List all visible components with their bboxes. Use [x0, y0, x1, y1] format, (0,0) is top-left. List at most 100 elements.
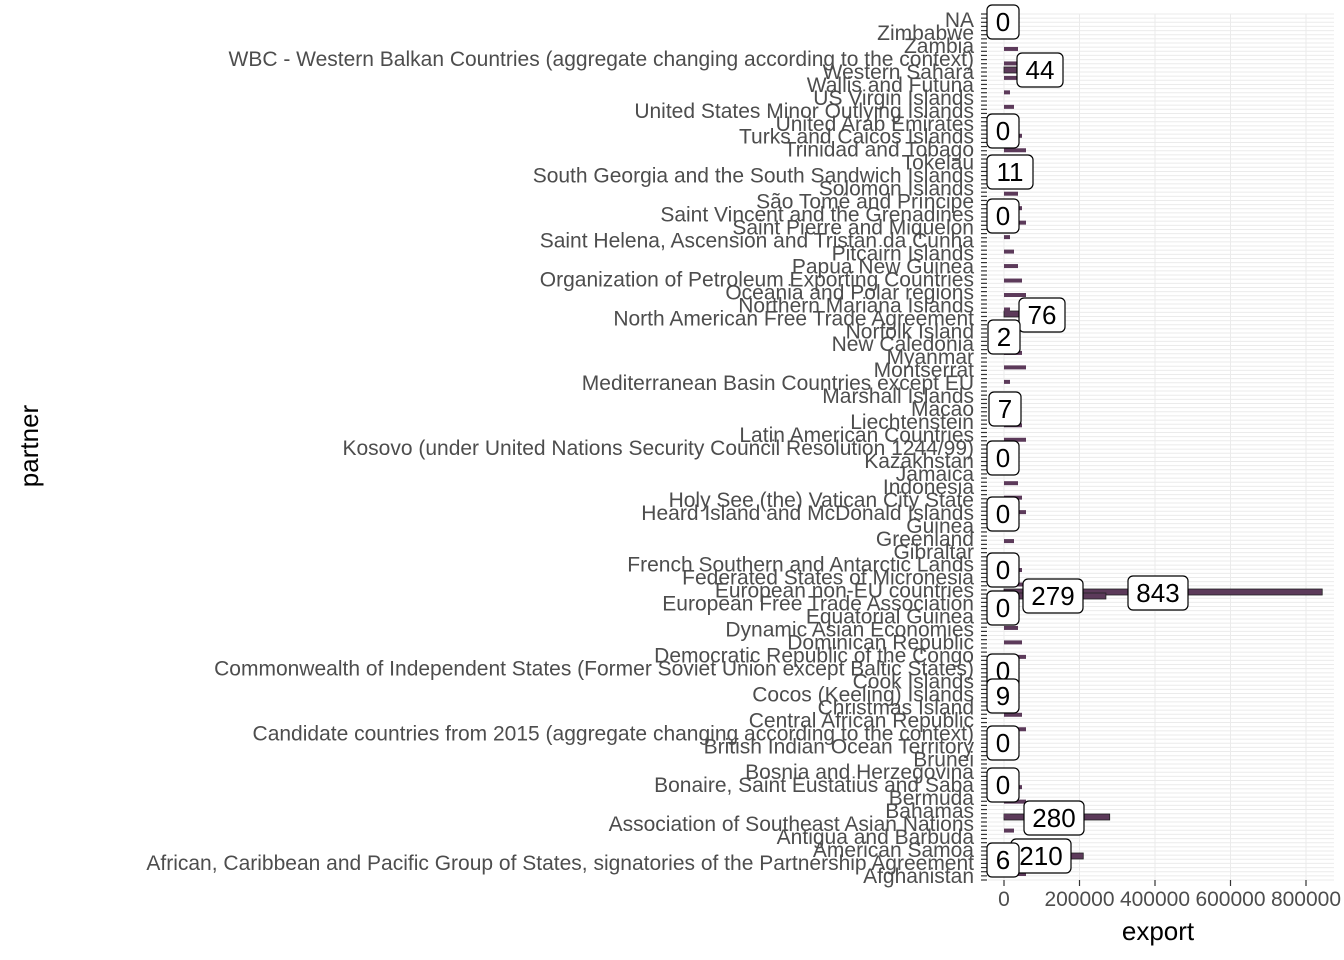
- y-tick-label: Jamaica: [896, 463, 975, 486]
- y-tick-label: Afghanistan: [863, 865, 974, 888]
- value-label-text: 7: [998, 394, 1012, 424]
- x-tick-label: 600000: [1195, 888, 1265, 911]
- bar: [1004, 90, 1010, 95]
- value-label: 76: [1018, 297, 1066, 333]
- value-label-text: 0: [996, 499, 1010, 529]
- value-label: 0: [986, 113, 1020, 149]
- x-tick-label: 200000: [1044, 888, 1114, 911]
- y-tick-label: United Arab Emirates: [776, 113, 974, 136]
- value-label: 0: [986, 725, 1020, 761]
- y-tick-label: Cook Islands: [853, 670, 974, 693]
- bar: [1004, 379, 1010, 384]
- value-label: 2: [987, 319, 1021, 355]
- value-label-box: [1018, 297, 1066, 333]
- value-label: 0: [986, 590, 1020, 626]
- y-tick-label: Dynamic Asian Economies: [725, 619, 974, 642]
- y-tick-label: Federated States of Micronesia: [682, 567, 974, 590]
- bar: [1004, 625, 1018, 630]
- value-label-text: 0: [996, 201, 1010, 231]
- value-label-box: [986, 842, 1020, 878]
- y-tick-label: Liechtenstein: [850, 411, 974, 434]
- value-label: 44: [1016, 52, 1064, 88]
- y-tick-label: Bosnia and Herzegovina: [745, 761, 974, 784]
- y-tick-label: Indonesia: [883, 476, 974, 499]
- value-label-box: [1023, 800, 1085, 836]
- y-tick-label: New Caledonia: [832, 333, 975, 356]
- y-tick-label: Holy See (the) Vatican City State: [669, 489, 974, 512]
- y-tick-label: Papua New Guinea: [792, 255, 974, 278]
- value-label-text: 0: [996, 7, 1010, 37]
- y-tick-label: Zimbabwe: [877, 22, 974, 45]
- y-tick-label: African, Caribbean and Pacific Group of …: [146, 852, 974, 875]
- y-tick-label: French Southern and Antarctic Lands: [627, 554, 974, 577]
- value-label-box: [987, 319, 1021, 355]
- y-tick-label: Organization of Petroleum Exporting Coun…: [540, 268, 974, 291]
- value-label-text: 0: [996, 728, 1010, 758]
- value-label: 9: [986, 678, 1020, 714]
- y-tick-label: Pitcairn Islands: [832, 242, 974, 265]
- value-label-box: [986, 552, 1020, 588]
- y-tick-label: Dominican Republic: [787, 632, 974, 655]
- x-tick-label: 800000: [1271, 888, 1341, 911]
- y-tick-label: Brunei: [913, 748, 974, 771]
- value-label-box: [986, 496, 1020, 532]
- y-tick-label: Guinea: [906, 515, 974, 538]
- y-tick-label: Mediterranean Basin Countries except EU: [582, 372, 974, 395]
- value-label: 280: [1023, 800, 1085, 836]
- y-tick-label: American Samoa: [813, 839, 974, 862]
- y-tick-label: Northern Mariana Islands: [738, 294, 974, 317]
- value-label-text: 9: [996, 681, 1010, 711]
- x-axis-title: export: [1122, 916, 1195, 946]
- y-tick-label: Marshall Islands: [822, 385, 974, 408]
- y-tick-label: Cocos (Keeling) Islands: [752, 683, 974, 706]
- value-label: 0: [986, 552, 1020, 588]
- y-tick-label: Bermuda: [889, 787, 975, 810]
- y-tick-label: British Indian Ocean Territory: [704, 735, 975, 758]
- value-label: 0: [986, 496, 1020, 532]
- bar: [1004, 278, 1022, 283]
- value-label-text: 843: [1136, 578, 1179, 608]
- x-tick-label: 400000: [1120, 888, 1190, 911]
- y-tick-label: Oceania and Polar regions: [725, 281, 974, 304]
- value-label-text: 6: [996, 845, 1010, 875]
- y-tick-label: Heard Island and McDonald Islands: [641, 502, 974, 525]
- value-label-text: 44: [1026, 55, 1055, 85]
- y-tick-label: Trinidad and Tobago: [784, 139, 974, 162]
- y-tick-label: Latin American Countries: [739, 424, 974, 447]
- y-tick-label: Saint Pierre and Miquelon: [732, 217, 974, 240]
- y-tick-label: European Free Trade Association: [662, 593, 974, 616]
- value-label-box: [986, 440, 1020, 476]
- y-tick-label: WBC - Western Balkan Countries (aggregat…: [229, 48, 975, 71]
- value-label-text: 280: [1032, 803, 1075, 833]
- y-tick-label: Kosovo (under United Nations Security Co…: [342, 437, 974, 460]
- bar: [1004, 437, 1026, 442]
- value-label: 843: [1127, 575, 1189, 611]
- y-tick-label: NA: [945, 9, 974, 32]
- y-tick-label: European non-EU countries: [715, 580, 974, 603]
- bar: [1004, 264, 1018, 269]
- y-tick-label: US Virgin Islands: [813, 87, 974, 110]
- y-tick-label: Kazakhstan: [864, 450, 974, 473]
- y-tick-label: São Tomé and Príncipe: [756, 191, 974, 214]
- value-label-text: 0: [996, 443, 1010, 473]
- value-label-box: [1016, 52, 1064, 88]
- bar: [1004, 307, 1010, 312]
- y-tick-label: Tokelau: [902, 152, 974, 175]
- y-tick-marks: [981, 13, 987, 881]
- bar: [1004, 46, 1018, 51]
- value-label-box: [986, 678, 1020, 714]
- value-label-box: [986, 4, 1020, 40]
- bar: [1004, 539, 1014, 544]
- y-tick-label: Christmas Island: [818, 696, 974, 719]
- x-tick-label: 0: [998, 888, 1010, 911]
- value-label: 210: [1010, 838, 1072, 874]
- value-label-box: [1127, 575, 1189, 611]
- value-label: 279: [1022, 578, 1084, 614]
- y-tick-label: Bonaire, Saint Eustatius and Saba: [654, 774, 974, 797]
- y-tick-label: Western Sahara: [823, 61, 975, 84]
- y-tick-label: North American Free Trade Agreement: [613, 307, 974, 330]
- bar: [1004, 249, 1014, 254]
- y-tick-label: Macao: [911, 398, 974, 421]
